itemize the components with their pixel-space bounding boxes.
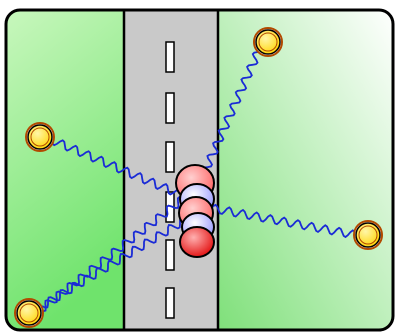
edge-dot bbox=[4, 135, 8, 139]
vehicle-icon bbox=[175, 164, 215, 258]
sensors bbox=[14, 27, 383, 328]
lane-dash bbox=[165, 92, 175, 124]
lane-dash bbox=[165, 239, 175, 271]
lane-markings bbox=[165, 41, 175, 319]
lane-dash bbox=[165, 41, 175, 73]
sensor-icon bbox=[353, 220, 383, 250]
signal-wave bbox=[41, 210, 194, 309]
sensor-icon bbox=[14, 298, 44, 328]
signal-wave bbox=[39, 196, 191, 313]
lane-dash bbox=[165, 141, 175, 173]
sensor-icon bbox=[25, 122, 55, 152]
sensor-icon bbox=[253, 27, 283, 57]
vehicle-pulse-tail bbox=[179, 226, 215, 258]
right-grass bbox=[218, 10, 393, 330]
left-grass bbox=[6, 10, 124, 330]
diagram-frame bbox=[4, 8, 395, 332]
lane-dash bbox=[165, 287, 175, 319]
signal-wave bbox=[204, 203, 357, 239]
